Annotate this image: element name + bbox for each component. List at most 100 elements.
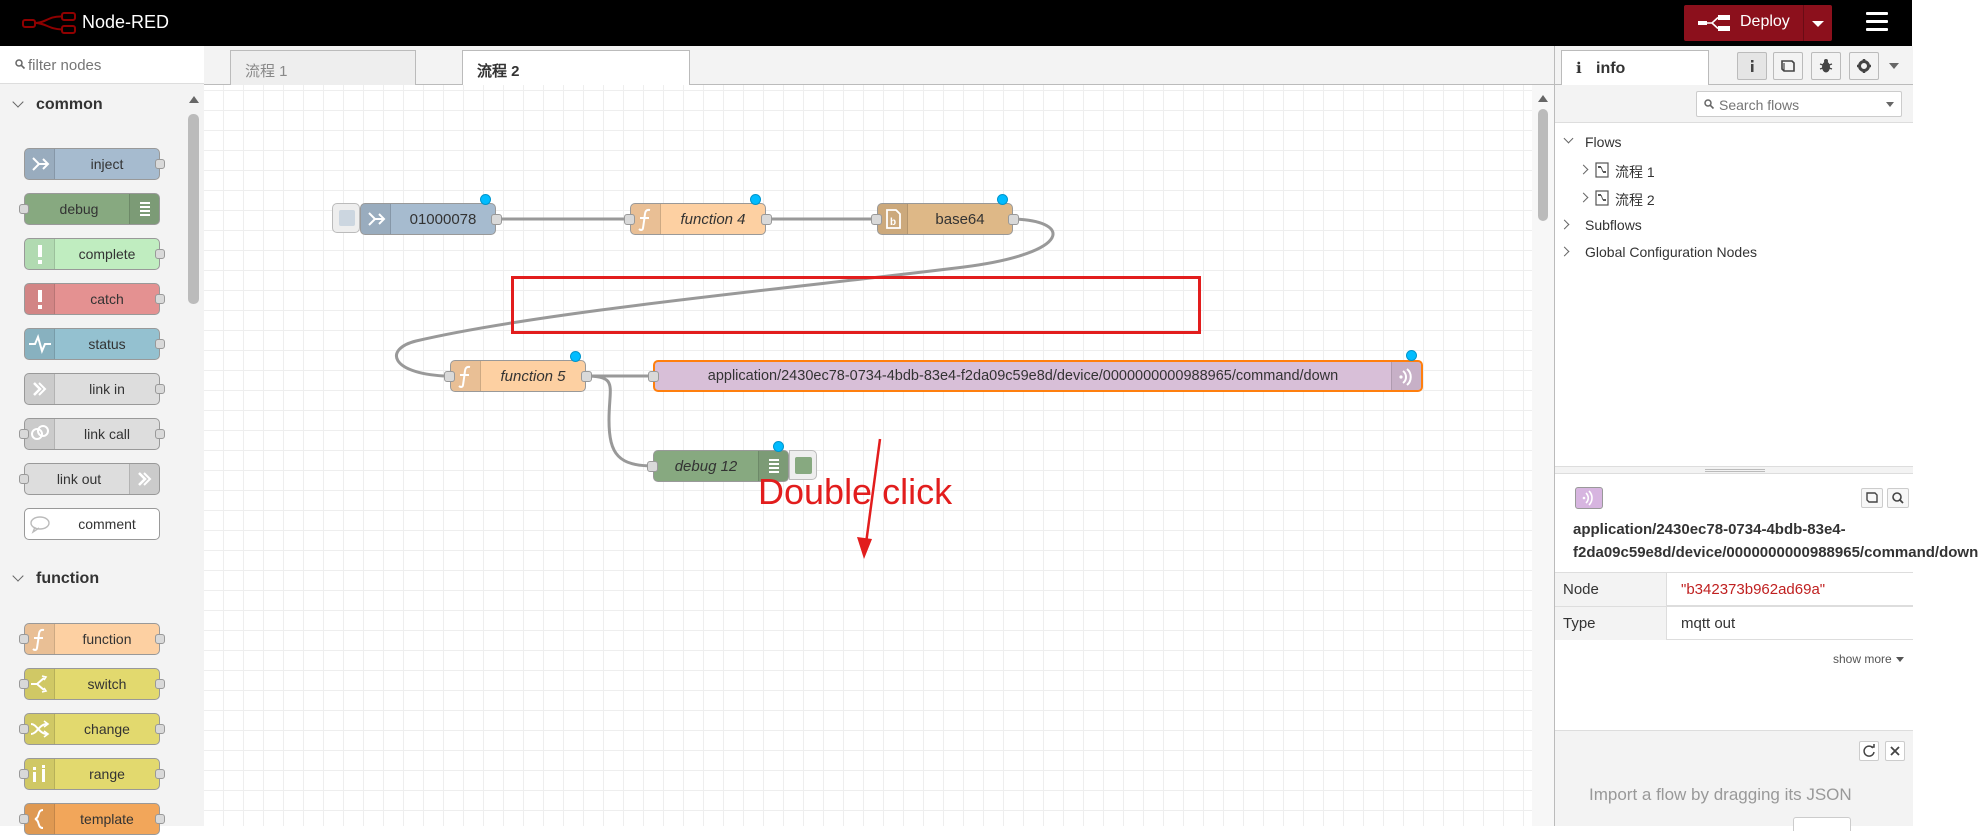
palette-node-catch[interactable]: catch [24,283,165,315]
input-port [19,429,29,439]
output-port[interactable] [1008,214,1019,225]
tab-flow-1[interactable]: 流程 1 [230,50,416,86]
node-label: link call [84,426,130,442]
tab-info[interactable]: ℹ info [1561,50,1709,86]
scroll-up-arrow-icon[interactable] [189,96,199,103]
tab-flow-2[interactable]: 流程 2 [462,50,690,86]
tree-flow-1[interactable]: 流程 1 [1555,158,1913,182]
palette-node-switch[interactable]: switch [19,668,165,700]
main-menu-hamburger-icon[interactable] [1866,12,1888,32]
node-label: link in [89,381,125,397]
search-flows-box[interactable] [1696,91,1902,117]
link-in-icon [25,374,55,404]
input-port[interactable] [647,461,658,472]
node-label: function 4 [680,211,746,228]
input-port [19,634,29,644]
palette-node-range[interactable]: range [19,758,165,790]
output-port[interactable] [761,214,772,225]
palette-node-change[interactable]: change [19,713,165,745]
palette-node-link-call[interactable]: link call [19,418,165,450]
inject-trigger-button[interactable] [332,203,360,233]
output-port [155,384,165,394]
tree-flow-2[interactable]: 流程 2 [1555,186,1913,210]
info-tab-button[interactable] [1737,52,1767,80]
input-port[interactable] [624,214,635,225]
wires-layer [395,217,1055,468]
pulse-icon [25,329,55,359]
title-line-2: f2da09c59e8d/device/0000000000988965/com… [1573,544,1978,561]
node-label: change [84,721,130,737]
search-options-caret-icon[interactable] [1886,102,1894,107]
output-port[interactable] [581,371,592,382]
changed-indicator [997,194,1008,205]
palette-scroll-thumb[interactable] [188,114,199,304]
output-port[interactable] [491,214,502,225]
debug-tab-button[interactable] [1811,52,1841,80]
palette-node-function[interactable]: function [19,623,165,655]
flow-node-base64[interactable]: b base64 [871,194,1019,235]
debug-toggle-button[interactable] [789,450,817,480]
config-tab-button[interactable] [1849,52,1879,80]
palette-node-link-out[interactable]: link out [19,463,160,495]
sidebar-tabs: ℹ info [1555,46,1913,86]
palette-category-function[interactable]: function [0,560,184,598]
close-tip-button[interactable] [1885,741,1905,761]
caret-down-icon [1895,657,1904,663]
input-port[interactable] [871,214,882,225]
tree-subflows[interactable]: Subflows [1555,213,1913,237]
sidebar-resize-handle[interactable] [1555,466,1913,474]
refresh-tip-button[interactable] [1859,741,1879,761]
input-port[interactable] [444,371,455,382]
scroll-up-arrow-icon[interactable] [1538,95,1548,102]
node-reveal-button[interactable] [1887,488,1909,508]
canvas-scrollbar[interactable] [1532,85,1554,826]
input-port [19,679,29,689]
tree-global-config[interactable]: Global Configuration Nodes [1555,240,1913,264]
node-label: template [80,811,134,827]
flow-node-debug-12[interactable]: debug 12 [647,441,789,482]
flow-node-mqtt-out[interactable]: application/2430ec78-0734-4bdb-83e4-f2da… [648,350,1423,392]
palette-node-comment[interactable]: comment [24,508,160,540]
palette-node-complete[interactable]: complete [24,238,165,270]
deploy-button[interactable]: Deploy [1684,5,1832,41]
palette-node-link-in[interactable]: link in [24,373,165,405]
palette-category-common[interactable]: common [0,86,184,124]
input-port [19,724,29,734]
debug-list-icon [758,451,788,481]
show-more-link[interactable]: show more [1833,652,1904,666]
deploy-menu-caret-icon[interactable] [1812,21,1824,27]
base64-file-icon: b [878,204,908,234]
exclamation-icon [25,239,55,269]
tree-label: 流程 2 [1615,192,1655,208]
node-label: application/2430ec78-0734-4bdb-83e4-f2da… [707,368,1339,384]
filter-nodes-input[interactable] [28,54,193,76]
palette-node-template[interactable]: template [19,803,165,835]
flow-node-inject[interactable]: 01000078 [360,194,502,235]
shuffle-icon [25,714,55,744]
palette-node-inject[interactable]: inject [24,148,165,180]
sidebar-search-row [1555,85,1913,123]
chevron-down-icon [12,96,24,108]
output-port [155,679,165,689]
palette-node-status[interactable]: status [24,328,165,360]
tree-label: 流程 1 [1615,164,1655,180]
function-icon [25,624,55,654]
flow-canvas[interactable]: 01000078 function 4 b base64 function 5 … [204,85,1554,826]
help-tab-button[interactable] [1773,52,1803,80]
comment-icon [25,509,55,539]
canvas-scroll-thumb[interactable] [1538,109,1548,221]
palette-node-debug[interactable]: debug [19,193,160,225]
book-icon [1781,60,1795,72]
flow-node-function-5[interactable]: function 5 [444,351,592,392]
search-flows-input[interactable] [1719,95,1879,115]
deploy-separator [1803,5,1804,41]
annotation-arrow-icon [857,438,882,559]
tree-flows[interactable]: Flows [1555,130,1913,154]
input-port[interactable] [648,371,659,382]
node-help-button[interactable] [1861,488,1883,508]
tree-label: Global Configuration Nodes [1585,244,1757,260]
node-label: 01000078 [409,211,477,228]
palette-scrollbar[interactable] [184,84,204,826]
flow-node-function-4[interactable]: function 4 [624,194,772,235]
sidebar-menu-caret-icon[interactable] [1889,63,1899,69]
